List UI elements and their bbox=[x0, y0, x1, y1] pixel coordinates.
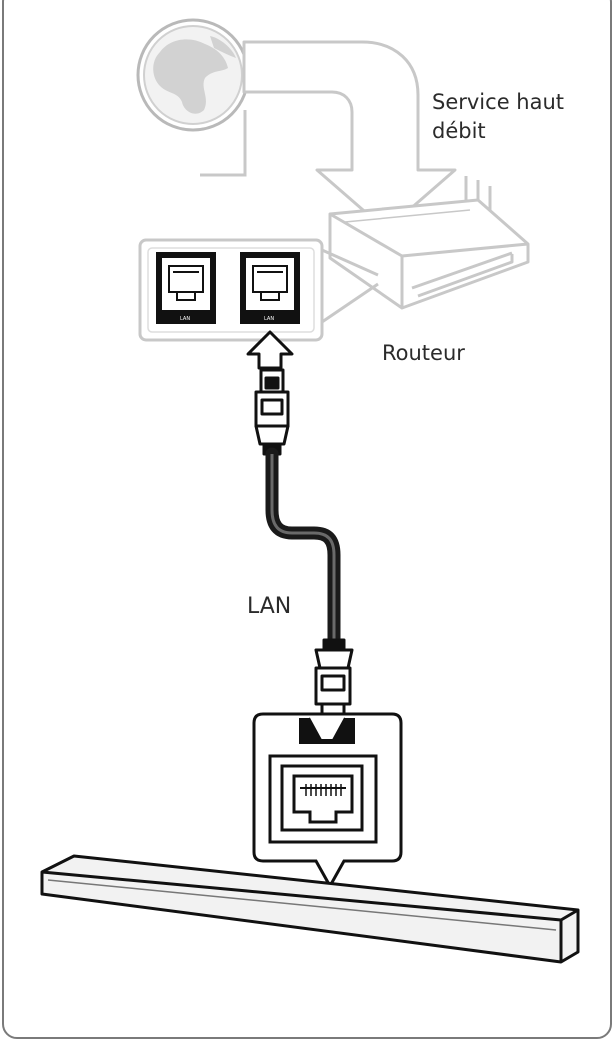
lan-port-icon: LAN bbox=[240, 252, 300, 324]
service-label-line2: débit bbox=[432, 119, 486, 143]
cable-label: LAN bbox=[247, 594, 292, 619]
lan-plug-icon bbox=[254, 368, 290, 456]
router-label: Routeur bbox=[382, 341, 465, 365]
soundbar-icon bbox=[40, 854, 580, 964]
router-icon bbox=[328, 176, 530, 310]
service-label: Service haut débit bbox=[432, 88, 564, 146]
router-ports-callout: LAN LAN bbox=[138, 238, 324, 342]
arrow-down-icon bbox=[200, 110, 247, 177]
lan-port-icon: LAN bbox=[156, 252, 216, 324]
arrow-up-icon bbox=[246, 330, 294, 370]
port-label-1: LAN bbox=[180, 316, 190, 322]
port-label-2: LAN bbox=[264, 316, 274, 322]
service-path bbox=[242, 40, 457, 232]
lan-plug-icon bbox=[314, 638, 354, 718]
service-label-line1: Service haut bbox=[432, 90, 565, 114]
device-port-callout bbox=[252, 712, 403, 890]
globe-icon bbox=[136, 18, 250, 132]
lan-port-icon bbox=[268, 754, 378, 844]
